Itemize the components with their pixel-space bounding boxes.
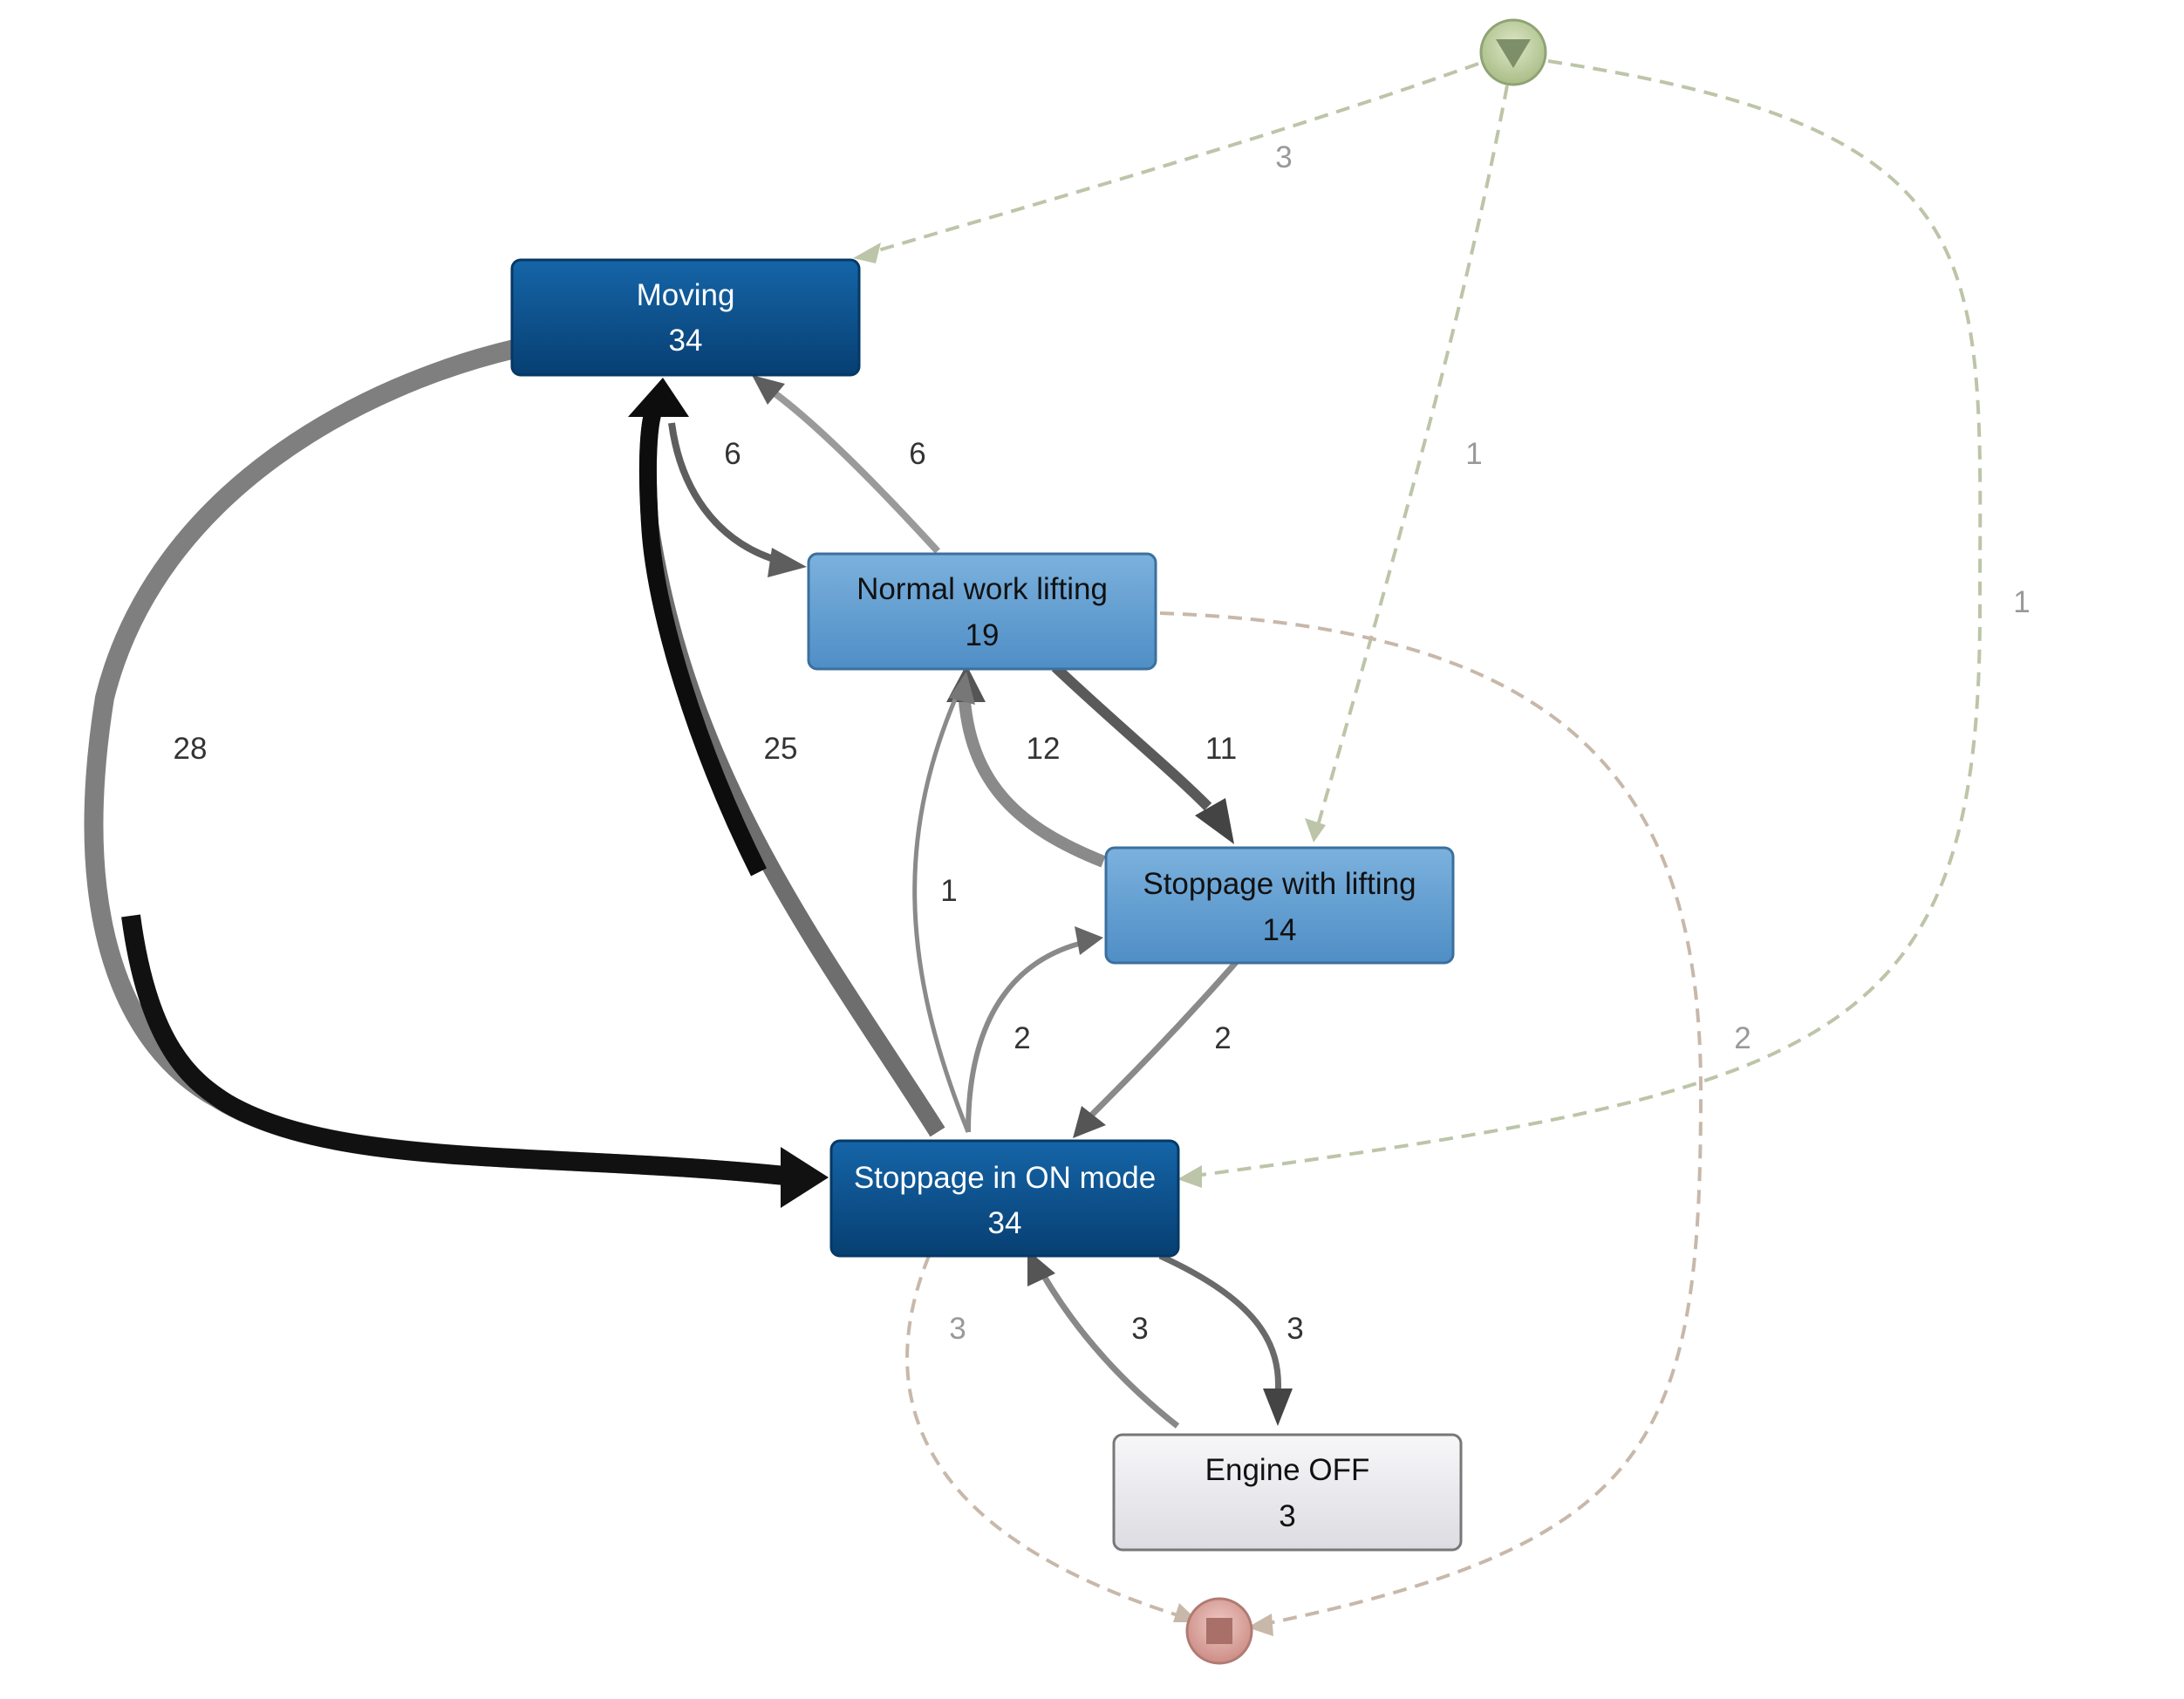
node-title: Stoppage in ON mode (854, 1161, 1156, 1195)
edge-stoplift-stopon[interactable] (1073, 957, 1241, 1138)
node-stoppage-in-on-mode[interactable]: Stoppage in ON mode 34 (829, 1139, 1180, 1258)
edge-normal-moving[interactable] (752, 375, 940, 554)
edge-label-start-moving: 3 (1275, 140, 1292, 174)
edge-labels: 3 1 1 28 25 6 6 12 11 1 2 2 2 3 3 3 (174, 140, 2030, 1346)
edge-start-stopon[interactable] (1177, 59, 1983, 1188)
edge-stopon-engine[interactable] (1158, 1252, 1293, 1426)
edge-label-stopon-normal: 1 (940, 874, 957, 908)
edge-stopon-normal[interactable] (912, 672, 975, 1133)
edge-label-normal-end: 2 (1734, 1021, 1751, 1055)
node-stoppage-with-lifting[interactable]: Stoppage with lifting 14 (1104, 846, 1455, 965)
edge-label-stopon-engine: 3 (1287, 1312, 1303, 1346)
edge-label-moving-stopon: 28 (174, 732, 208, 766)
start-triangle-icon (1496, 39, 1531, 68)
edge-normal-stoplift[interactable] (1051, 663, 1234, 844)
node-title: Engine OFF (1205, 1453, 1370, 1487)
edge-label-stoplift-normal: 12 (1027, 732, 1061, 766)
node-count: 14 (1263, 913, 1297, 947)
edge-engine-stopon[interactable] (1027, 1250, 1180, 1429)
node-count: 34 (669, 324, 703, 358)
edge-moving-normal[interactable] (668, 422, 807, 577)
node-count: 19 (966, 618, 1000, 652)
edge-label-stopon-end: 3 (949, 1312, 966, 1346)
edge-start-moving[interactable] (853, 62, 1479, 263)
edge-stopon-stoplift[interactable] (966, 926, 1103, 1133)
start-node[interactable] (1479, 18, 1547, 86)
node-engine-off[interactable]: Engine OFF 3 (1112, 1433, 1463, 1552)
edge-label-stopon-moving: 25 (764, 732, 798, 766)
edge-moving-stopon[interactable] (84, 339, 829, 1208)
node-title: Stoppage with lifting (1143, 867, 1416, 901)
end-node[interactable] (1185, 1597, 1253, 1665)
node-title: Moving (637, 278, 735, 312)
edge-label-normal-moving: 6 (909, 437, 925, 471)
edge-start-stoplift[interactable] (1305, 85, 1509, 843)
edge-normal-end[interactable] (1159, 611, 1703, 1636)
edge-stopon-moving[interactable] (628, 378, 945, 1137)
edge-label-moving-normal: 6 (724, 437, 741, 471)
edge-label-engine-stopon: 3 (1131, 1312, 1148, 1346)
edge-label-stopon-stoplift: 2 (1014, 1021, 1030, 1055)
end-square-icon (1206, 1618, 1232, 1644)
node-title: Normal work lifting (857, 572, 1108, 606)
node-normal-work-lifting[interactable]: Normal work lifting 19 (807, 552, 1157, 671)
node-count: 34 (988, 1206, 1022, 1240)
edge-label-stoplift-stopon: 2 (1214, 1021, 1231, 1055)
edge-label-start-stoplift: 1 (1465, 437, 1482, 471)
node-moving[interactable]: Moving 34 (510, 258, 861, 377)
edge-label-start-stopon: 1 (2013, 585, 2030, 619)
node-count: 3 (1279, 1499, 1295, 1533)
edge-label-normal-stoplift: 11 (1205, 732, 1237, 766)
